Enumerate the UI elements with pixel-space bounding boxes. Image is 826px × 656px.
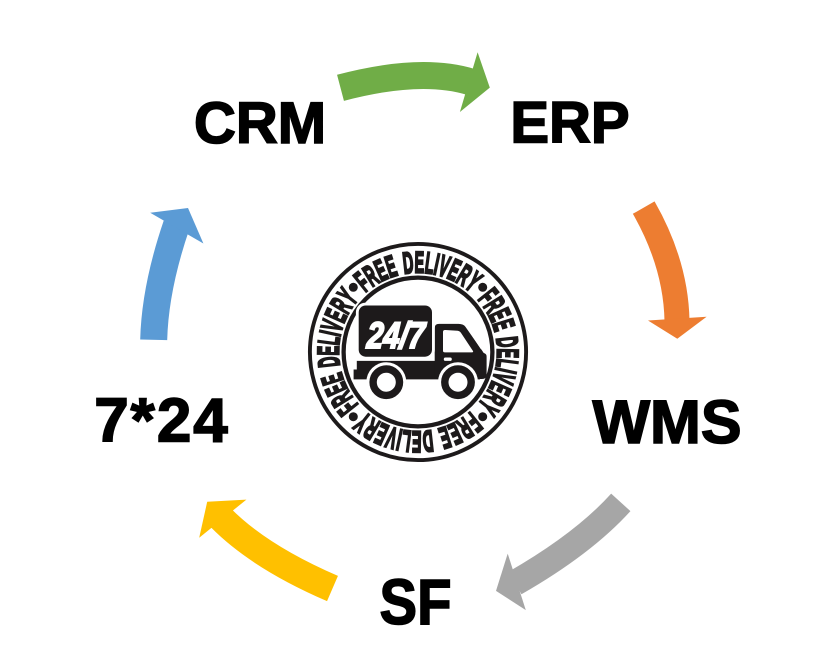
svg-text:E: E [491, 348, 524, 358]
svg-text:24/7: 24/7 [365, 316, 428, 357]
svg-text:SF: SF [380, 566, 452, 638]
svg-text:7*24: 7*24 [94, 387, 230, 456]
svg-text:D: D [490, 335, 524, 349]
svg-text:D: D [421, 424, 435, 458]
svg-text:ERP: ERP [510, 91, 629, 156]
svg-text:D: D [312, 355, 346, 369]
svg-text:CRM: CRM [194, 91, 326, 156]
svg-text:E: E [414, 246, 424, 279]
svg-text:E: E [312, 346, 345, 356]
svg-text:E: E [412, 425, 422, 458]
svg-text:WMS: WMS [592, 388, 741, 456]
svg-text:D: D [401, 246, 415, 280]
